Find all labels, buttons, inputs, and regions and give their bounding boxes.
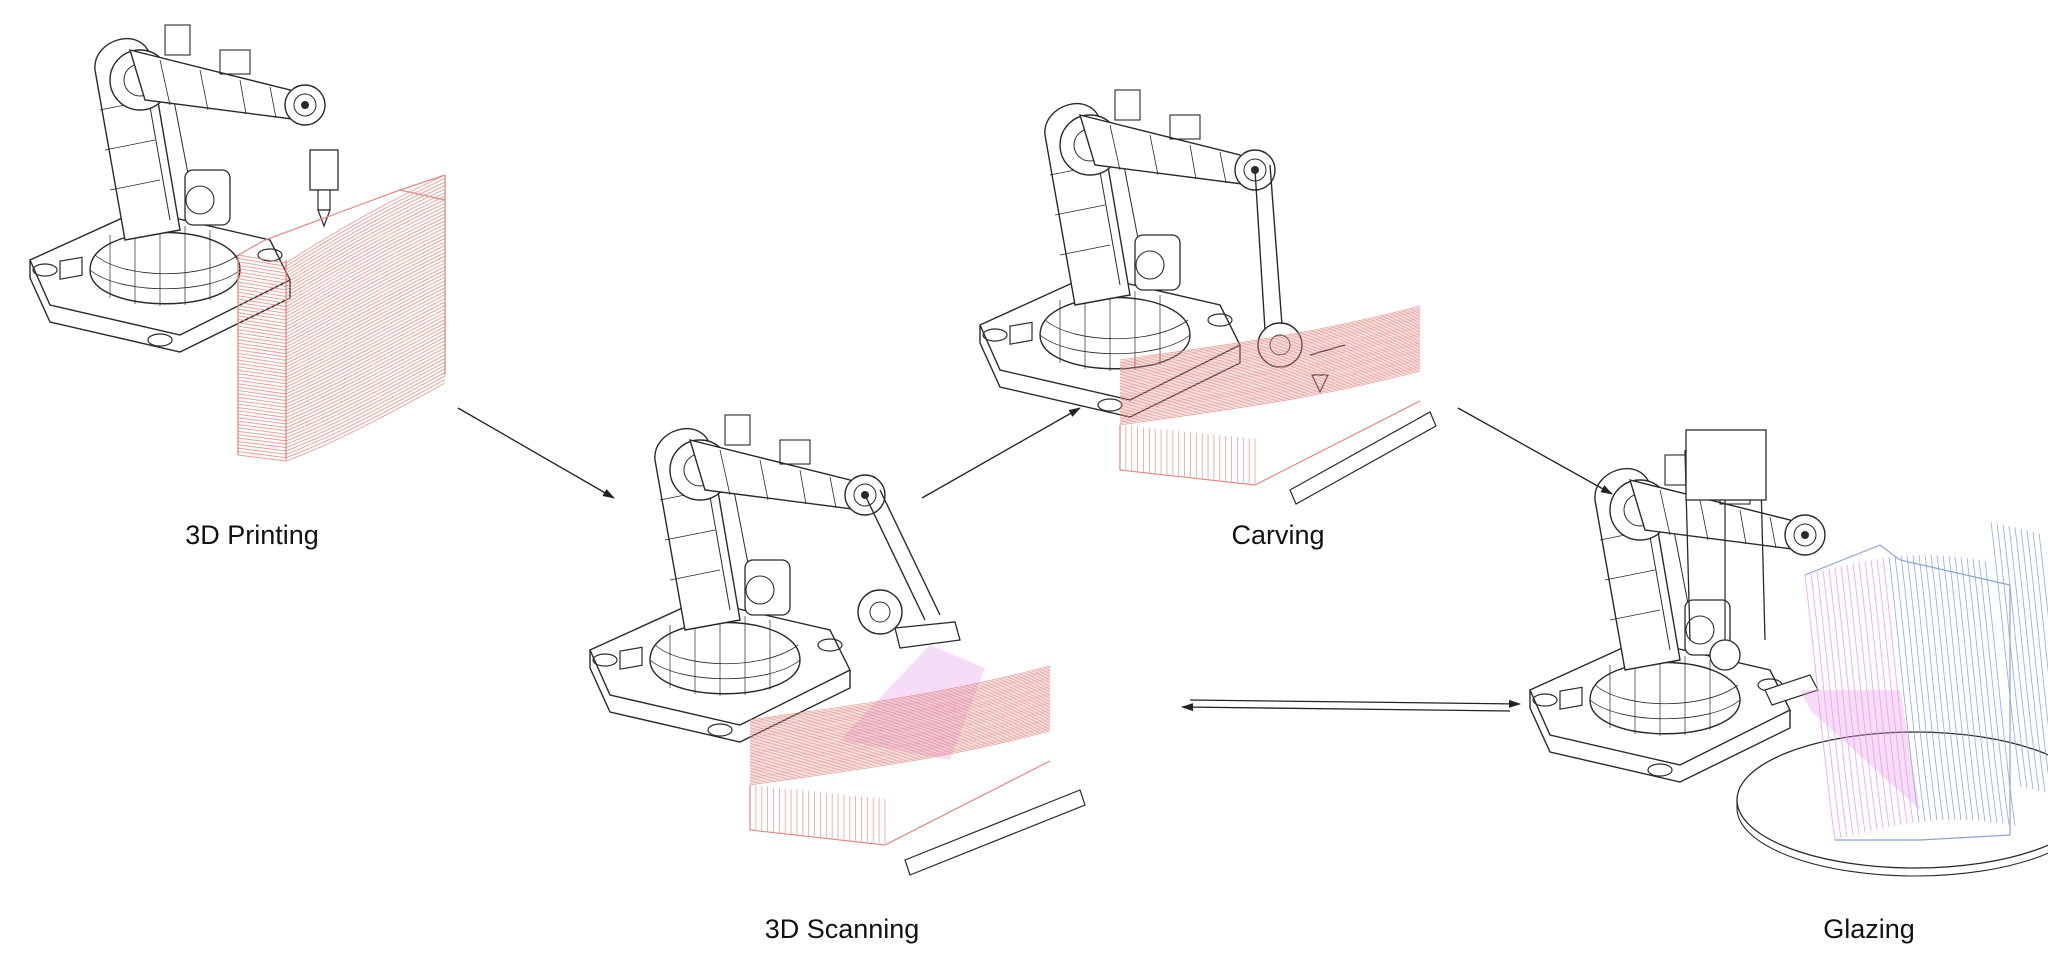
robot-arm-icon	[1529, 454, 1826, 783]
glaze-spray	[1800, 690, 1920, 810]
glazed-vessel	[1804, 521, 2048, 841]
step-3d-scanning	[589, 414, 1086, 876]
label-3d-printing: 3D Printing	[185, 520, 319, 550]
printed-clay-wall	[237, 174, 446, 462]
arrow-scan-to-carve	[921, 407, 1081, 499]
flow-arrows	[457, 407, 1613, 712]
robot-arm-icon	[589, 414, 886, 743]
step-carving	[979, 89, 1437, 505]
arrow-carve-to-glaze	[1457, 407, 1613, 495]
arrow-scan-glaze-forward	[1189, 699, 1521, 708]
label-glazing: Glazing	[1823, 914, 1915, 944]
robot-arm-icon	[29, 24, 326, 353]
step-3d-printing	[29, 24, 446, 462]
step-glazing	[1529, 429, 2048, 877]
label-3d-scanning: 3D Scanning	[764, 914, 920, 944]
scanner-head-icon	[857, 589, 961, 649]
arrow-print-to-scan	[457, 407, 615, 499]
label-carving: Carving	[1231, 520, 1325, 550]
carved-clay-slab	[1119, 305, 1421, 486]
scanned-clay-slab	[749, 665, 1051, 846]
extruder-nozzle-icon	[309, 149, 339, 228]
arrow-scan-glaze-back	[1181, 703, 1511, 712]
